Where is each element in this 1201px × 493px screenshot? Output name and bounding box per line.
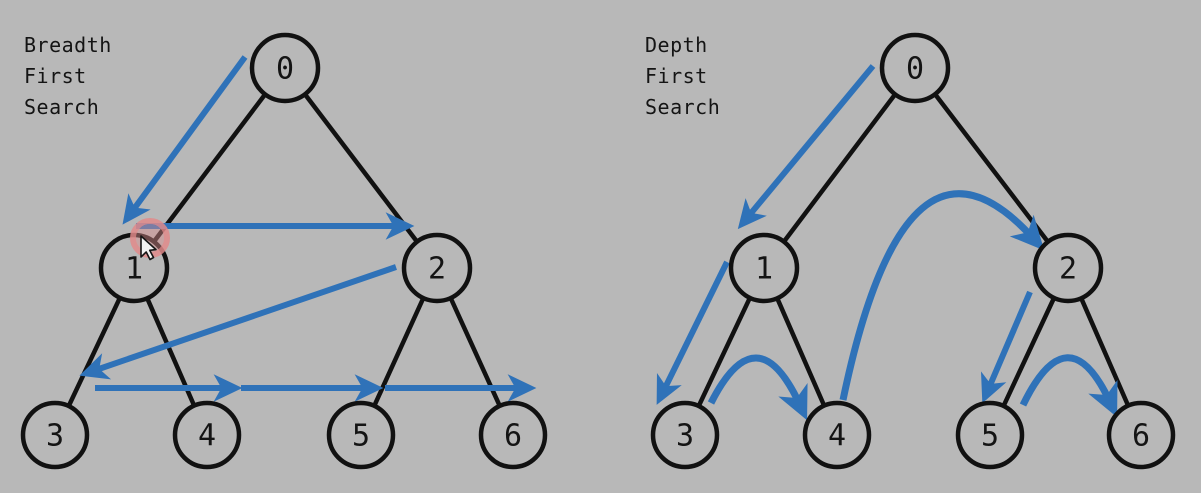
node-circle[interactable] — [728, 232, 800, 304]
node-dfs-5[interactable]: 5 — [955, 400, 1025, 470]
traversal-arrows-dfs — [656, 64, 1118, 421]
nodes-bfs: 0 1 2 3 4 5 6 — [20, 32, 548, 470]
node-circle[interactable] — [879, 32, 951, 104]
node-label: 3 — [676, 419, 694, 454]
node-label: 4 — [828, 419, 846, 454]
edge-0-2 — [932, 91, 1051, 245]
node-circle[interactable] — [802, 400, 872, 470]
edge-2-6 — [1078, 295, 1131, 409]
node-label: 0 — [276, 52, 294, 87]
node-circle[interactable] — [955, 400, 1025, 470]
node-label: 5 — [981, 419, 999, 454]
node-circle[interactable] — [650, 400, 720, 470]
edge-0-1 — [781, 91, 898, 245]
node-dfs-0[interactable]: 0 — [879, 32, 951, 104]
edge-1-3 — [696, 294, 753, 410]
caption-line: Depth — [645, 33, 708, 57]
node-bfs-4[interactable]: 4 — [172, 400, 242, 470]
node-label: 1 — [755, 252, 773, 287]
node-circle[interactable] — [20, 400, 90, 470]
node-circle[interactable] — [1106, 400, 1176, 470]
node-label: 3 — [46, 419, 64, 454]
node-circle[interactable] — [401, 232, 473, 304]
edge-1-3 — [66, 294, 123, 410]
node-bfs-2[interactable]: 2 — [401, 232, 473, 304]
nodes-dfs: 0 1 2 3 4 5 6 — [650, 32, 1176, 470]
arrow-5-to-6 — [1019, 354, 1118, 418]
node-bfs-6[interactable]: 6 — [478, 400, 548, 470]
node-dfs-4[interactable]: 4 — [802, 400, 872, 470]
node-label: 2 — [1059, 252, 1077, 287]
node-label: 6 — [504, 419, 522, 454]
node-circle[interactable] — [478, 400, 548, 470]
node-bfs-0[interactable]: 0 — [249, 32, 321, 104]
node-dfs-6[interactable]: 6 — [1106, 400, 1176, 470]
edge-1-4 — [774, 295, 827, 409]
caption-line: First — [24, 64, 87, 88]
arrow-2-to-5 — [980, 290, 1033, 404]
edge-0-1 — [151, 91, 268, 245]
node-label: 2 — [428, 252, 446, 287]
node-label: 4 — [198, 419, 216, 454]
arrow-1-to-3 — [656, 260, 730, 405]
pointer-layer — [130, 218, 170, 261]
node-circle[interactable] — [249, 32, 321, 104]
edges-bfs — [66, 91, 503, 410]
arrow-4-to-2 — [839, 190, 1045, 401]
node-dfs-3[interactable]: 3 — [650, 400, 720, 470]
node-label: 1 — [125, 252, 143, 287]
node-label: 6 — [1132, 419, 1150, 454]
caption-line: Search — [645, 95, 720, 119]
edge-0-2 — [302, 91, 420, 245]
node-bfs-3[interactable]: 3 — [20, 400, 90, 470]
traversal-arrows-bfs — [79, 55, 537, 402]
node-label: 0 — [906, 52, 924, 87]
caption-line: First — [645, 64, 708, 88]
node-dfs-2[interactable]: 2 — [1032, 232, 1104, 304]
arrow-0-to-1 — [122, 55, 248, 225]
node-circle[interactable] — [172, 400, 242, 470]
node-bfs-5[interactable]: 5 — [326, 400, 396, 470]
caption-line: Search — [24, 95, 99, 119]
node-dfs-1[interactable]: 1 — [728, 232, 800, 304]
node-label: 5 — [352, 419, 370, 454]
mouse-cursor-icon — [140, 235, 157, 261]
node-circle[interactable] — [1032, 232, 1104, 304]
arrow-0-to-1 — [737, 64, 876, 230]
arrow-3-to-4 — [707, 354, 808, 421]
arrow-2-to-3 — [79, 264, 397, 380]
node-circle[interactable] — [326, 400, 396, 470]
caption-line: Breadth — [24, 33, 112, 57]
edge-2-5 — [1000, 294, 1057, 410]
